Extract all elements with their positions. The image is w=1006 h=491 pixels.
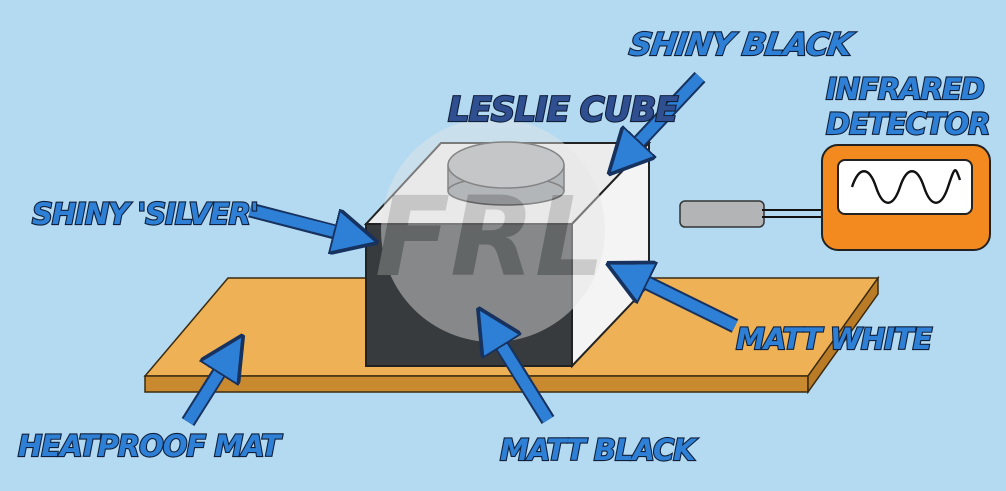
watermark-text: FRL bbox=[375, 173, 605, 301]
label-leslie-cube: LESLIE CUBE bbox=[448, 90, 678, 130]
labels: SHINY BLACK LESLIE CUBE INFRARED DETECTO… bbox=[17, 26, 992, 468]
waveform-icon bbox=[850, 169, 962, 204]
label-matt-black: MATT BLACK bbox=[500, 433, 698, 467]
cube-lid bbox=[447, 141, 565, 206]
watermark-logo: FRL bbox=[375, 118, 605, 342]
label-infrared: INFRARED bbox=[826, 72, 984, 106]
label-arrows bbox=[181, 71, 739, 426]
infrared-detector bbox=[679, 144, 991, 251]
label-matt-white: MATT WHITE bbox=[736, 322, 933, 356]
label-detector: DETECTOR bbox=[826, 107, 990, 141]
label-heatproof-mat: HEATPROOF MAT bbox=[18, 429, 283, 463]
label-shiny-black: SHINY BLACK bbox=[627, 27, 857, 63]
label-shiny-silver: SHINY 'SILVER' bbox=[32, 197, 258, 231]
